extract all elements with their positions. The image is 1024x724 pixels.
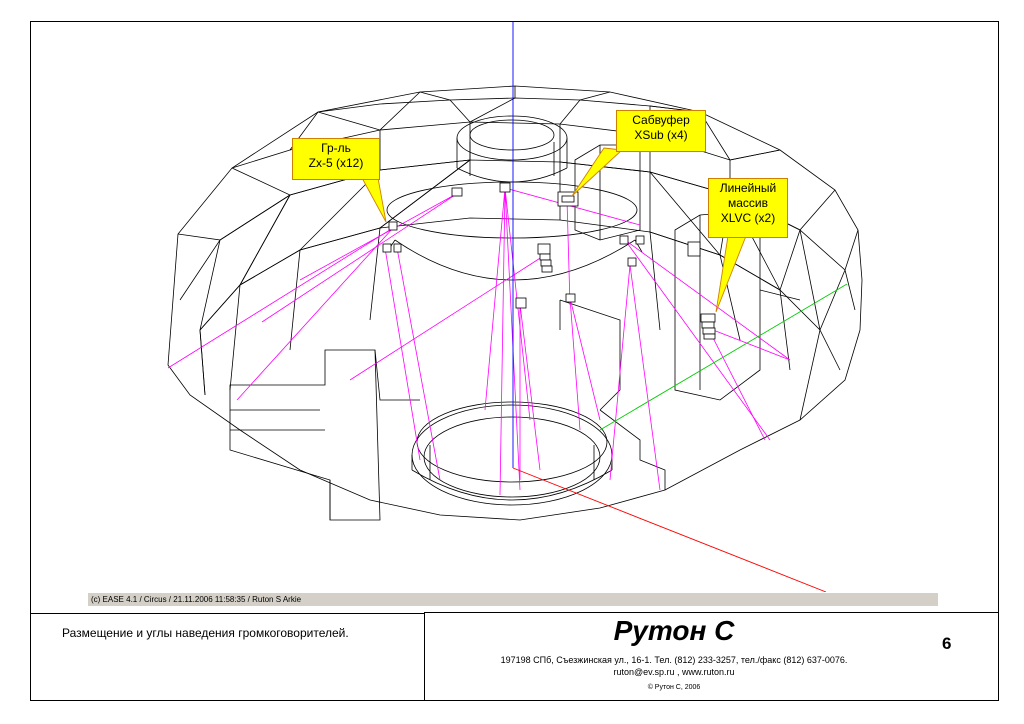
company-logo-text: Рутон С: [613, 615, 735, 646]
axis-y: [599, 283, 848, 431]
address-line-2: ruton@ev.sp.ru , www.ruton.ru: [613, 667, 735, 677]
callout-line-array-line1: Линейный: [719, 181, 777, 195]
callout-tweeter-line1: Гр-ль: [321, 141, 351, 155]
callout-tweeter-line2: Zx-5 (x12): [308, 156, 364, 170]
address-line-1: 197198 СПб, Съезжинская ул., 16-1. Тел. …: [500, 655, 848, 665]
aim-lines: [167, 187, 791, 496]
page-frame: [30, 21, 999, 701]
figure-caption: Размещение и углы наведения громкоговори…: [62, 626, 349, 640]
callout-pointers: [361, 147, 747, 313]
page-number: 6: [942, 634, 952, 653]
callout-line-array-line2: массив: [727, 196, 768, 210]
footer-divider-vertical: [424, 613, 425, 701]
axis-x: [512, 467, 827, 592]
callout-tweeter: Гр-ль Zx-5 (x12): [292, 138, 380, 180]
callout-subwoofer: Сабвуфер XSub (x4): [616, 110, 706, 152]
status-bar: (c) EASE 4.1 / Circus / 21.11.2006 11:58…: [88, 593, 938, 606]
company-address: 197198 СПб, Съезжинская ул., 16-1. Тел. …: [424, 654, 924, 678]
callout-line-array: Линейный массив XLVC (x2): [708, 178, 788, 238]
copyright: © Рутон С, 2006: [647, 684, 701, 691]
callout-subwoofer-line1: Сабвуфер: [632, 113, 690, 127]
callout-line-array-line3: XLVC (x2): [720, 211, 776, 225]
callout-subwoofer-line2: XSub (x4): [634, 128, 688, 142]
speaker-symbols: [382, 182, 716, 340]
wireframe-diagram: [167, 22, 863, 592]
footer-divider-right: [424, 612, 999, 613]
footer-divider-left: [31, 613, 424, 614]
